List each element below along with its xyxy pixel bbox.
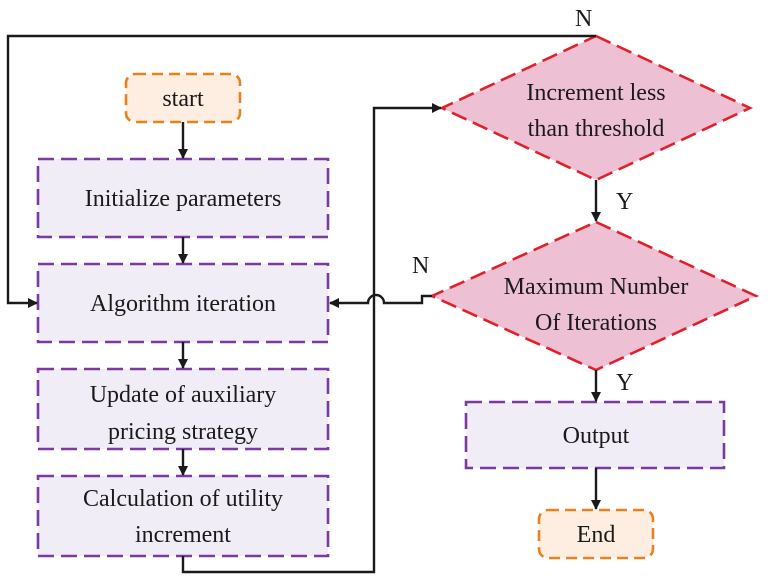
decision1-label-line1: Increment less (526, 80, 665, 106)
initialize-parameters-box (36, 157, 330, 239)
end-label: End (577, 522, 616, 548)
calc-label-line1: Calculation of utility (83, 486, 283, 512)
iteration-label: Algorithm iteration (90, 291, 276, 317)
init-label: Initialize parameters (85, 186, 282, 212)
start-label: start (162, 86, 204, 112)
calc-label-line2: increment (135, 522, 231, 548)
end-terminal (537, 508, 655, 560)
arrow-calc-to-threshold (181, 103, 442, 574)
decision1-label-line2: than threshold (528, 116, 665, 142)
output-label: Output (563, 423, 630, 449)
update-label-line1: Update of auxiliary (90, 382, 277, 408)
decision2-label-line2: Of Iterations (535, 310, 657, 336)
yes-label-maxiter: Y (616, 370, 633, 396)
update-pricing-strategy-box (36, 367, 330, 451)
yes-label-threshold: Y (616, 189, 633, 215)
arrow-threshold-no-loop (6, 34, 596, 308)
decision2-label-line1: Maximum Number (504, 274, 689, 300)
arrow-maxiter-no-loop (329, 293, 432, 308)
increment-threshold-decision (438, 34, 754, 182)
algorithm-iteration-box (36, 262, 330, 344)
no-label-top: N (575, 6, 592, 32)
no-label-maxiter: N (412, 253, 429, 279)
start-terminal (124, 72, 242, 124)
calculate-utility-increment-box (36, 474, 330, 558)
update-label-line2: pricing strategy (108, 419, 258, 445)
output-box (464, 400, 726, 470)
